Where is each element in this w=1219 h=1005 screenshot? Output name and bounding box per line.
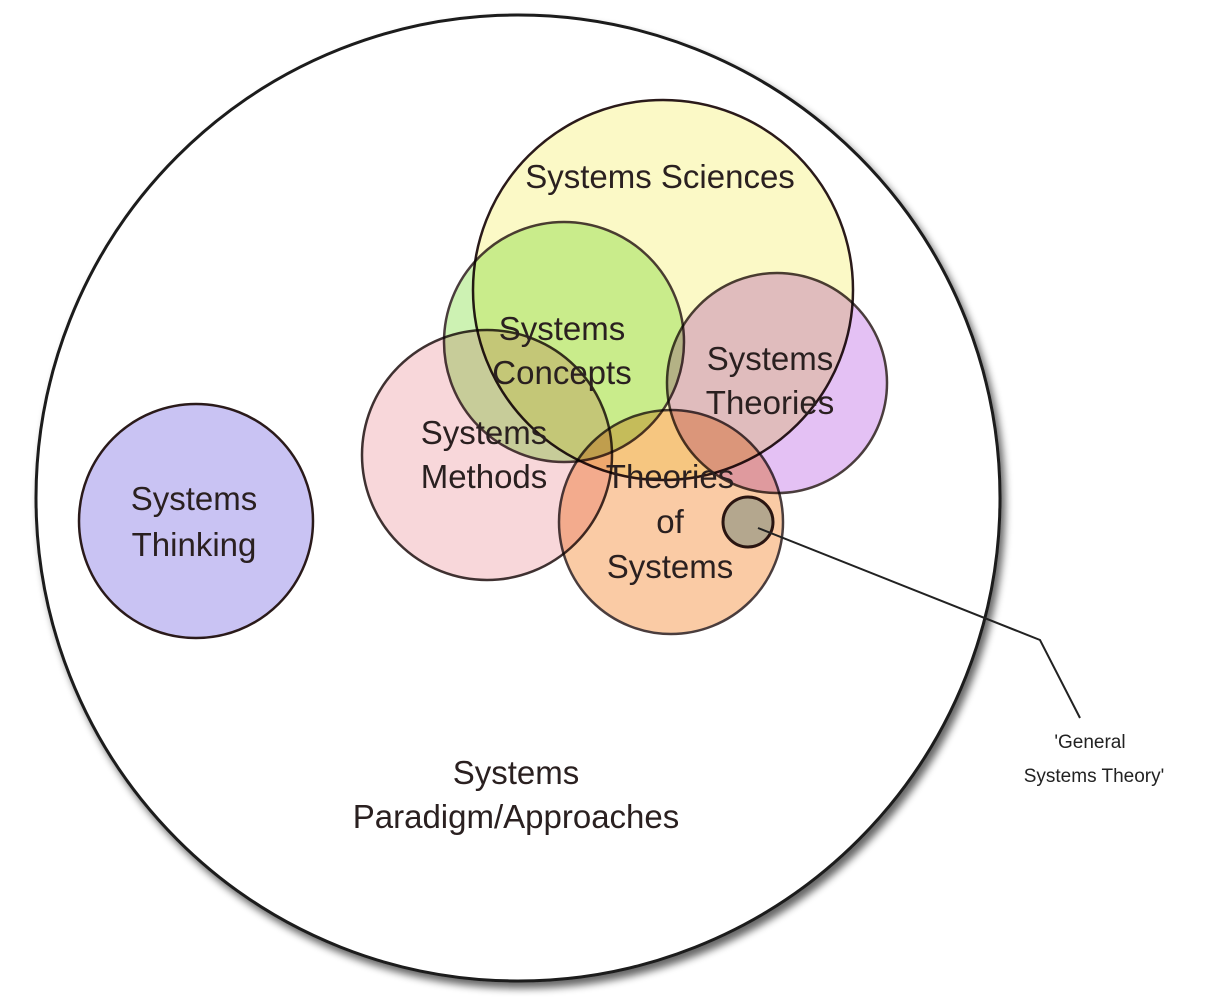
label-systems-sciences: Systems Sciences [525,158,795,195]
circle-general-systems-theory [721,495,775,549]
circle-systems-thinking [77,402,315,640]
circle-theories-of-systems [557,408,785,636]
callout-line [757,527,1081,719]
